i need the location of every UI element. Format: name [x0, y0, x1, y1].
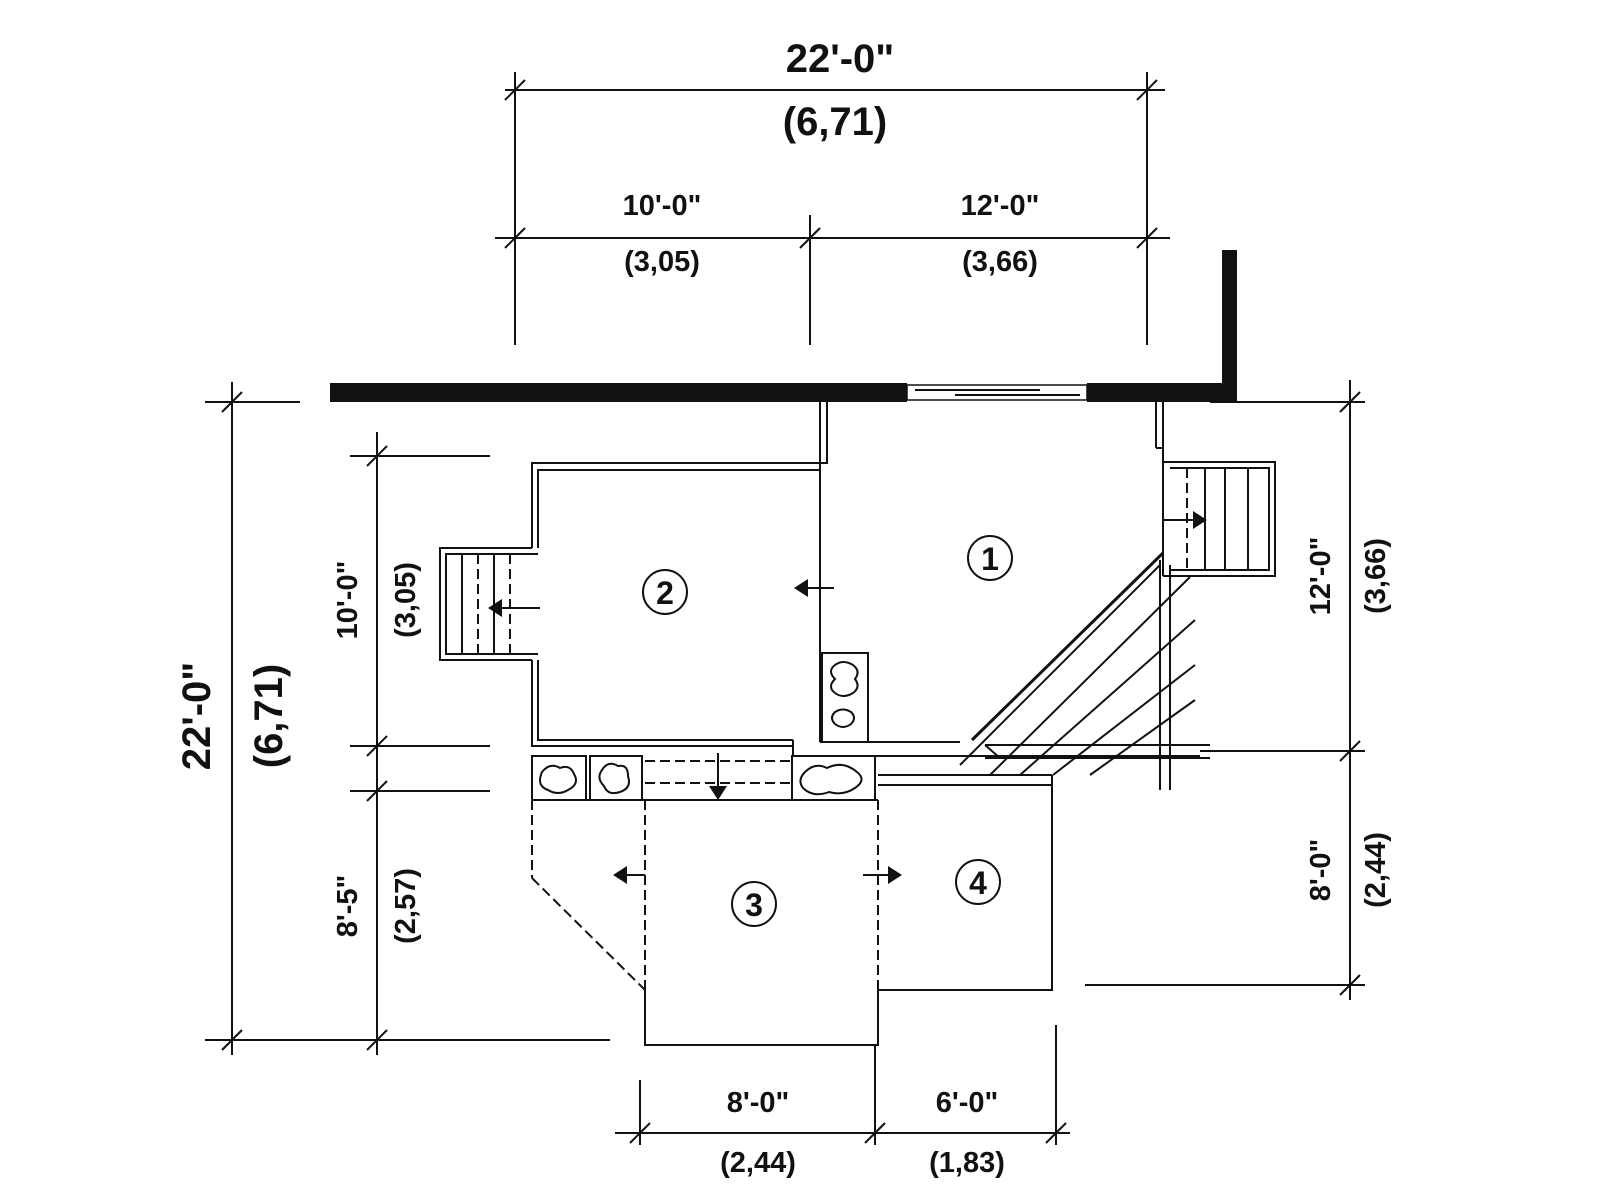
bottom-left-m: (2,44)	[720, 1147, 796, 1179]
right-upper-m: (3,66)	[1360, 538, 1392, 614]
bottom-dimensions: 8'-0" (2,44) 6'-0" (1,83)	[615, 1025, 1070, 1179]
right-dimensions: 12'-0" (3,66) 8'-0" (2,44)	[1085, 380, 1392, 1000]
top-left-m: (3,05)	[624, 246, 700, 278]
arrow-down-icon	[709, 753, 727, 800]
pergola	[959, 551, 1210, 790]
planter-row	[531, 755, 876, 801]
top-total-m: (6,71)	[783, 100, 888, 144]
house-wall	[330, 250, 1237, 402]
right-upper-ft: 12'-0"	[1305, 537, 1337, 616]
arrow-left-icon	[613, 866, 645, 884]
area-3-label: 3	[745, 887, 763, 923]
left-upper-ft: 10'-0"	[332, 561, 364, 640]
arrow-right-icon	[1163, 511, 1207, 529]
deck-3	[531, 799, 879, 1046]
left-total-ft: 22'-0"	[175, 662, 219, 771]
arrow-left-icon	[794, 579, 834, 597]
area-4-label: 4	[969, 865, 987, 901]
flow-arrows	[488, 511, 1207, 884]
left-lower-m: (2,57)	[390, 868, 422, 944]
right-lower-ft: 8'-0"	[1305, 839, 1337, 902]
planter-center	[821, 652, 869, 743]
arrow-left-icon	[488, 599, 540, 617]
top-right-m: (3,66)	[962, 246, 1038, 278]
top-total-ft: 22'-0"	[786, 37, 895, 81]
stairs-right	[1162, 455, 1276, 577]
left-lower-ft: 8'-5"	[332, 875, 364, 938]
stairs-left	[439, 547, 538, 661]
left-total-m: (6,71)	[247, 664, 291, 769]
top-right-ft: 12'-0"	[961, 190, 1040, 222]
left-dimensions: 22'-0" (6,71) 10'-0" (3,05) 8'-5" (2,57)	[175, 382, 610, 1055]
area-1-label: 1	[981, 541, 999, 577]
arrow-right-icon	[863, 866, 902, 884]
sliding-door	[906, 384, 1088, 401]
bottom-right-ft: 6'-0"	[936, 1087, 999, 1119]
bottom-right-m: (1,83)	[929, 1147, 1005, 1179]
area-2-label: 2	[656, 575, 674, 611]
area-labels: 1 2 3 4	[642, 535, 1013, 927]
top-dimensions: 22'-0" (6,71) 10'-0" (3,05) 12'-0" (3,66…	[495, 37, 1170, 345]
deck-4	[878, 774, 1053, 991]
right-lower-m: (2,44)	[1360, 832, 1392, 908]
left-upper-m: (3,05)	[390, 562, 422, 638]
bottom-left-ft: 8'-0"	[727, 1087, 790, 1119]
top-left-ft: 10'-0"	[623, 190, 702, 222]
deck-2	[531, 402, 828, 747]
